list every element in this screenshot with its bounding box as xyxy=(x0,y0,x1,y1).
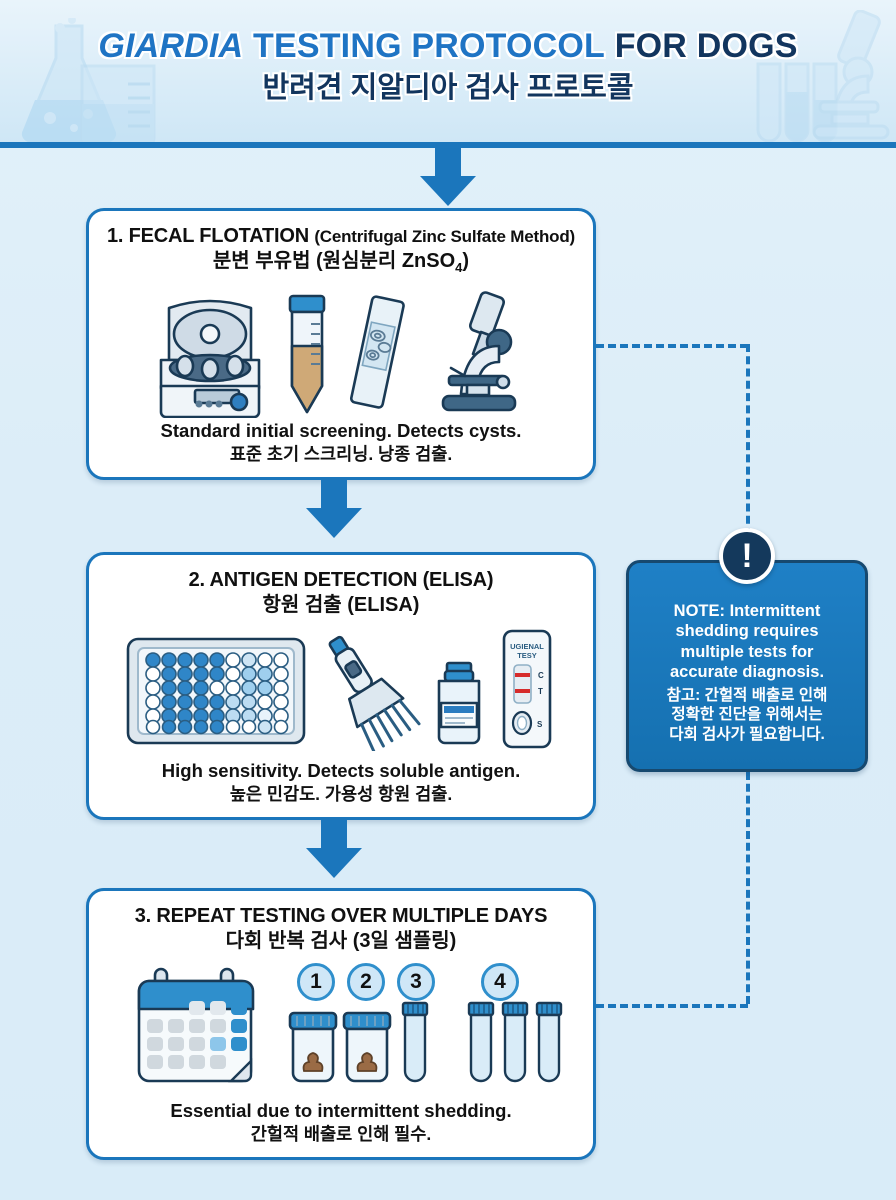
cassette-mark-c: C xyxy=(538,671,544,680)
step-card-1[interactable]: 1. FECAL FLOTATION (Centrifugal Zinc Sul… xyxy=(86,208,596,480)
step-1-title: 1. FECAL FLOTATION (Centrifugal Zinc Sul… xyxy=(89,225,593,276)
calendar-icon xyxy=(137,967,255,1082)
microplate-icon xyxy=(126,637,306,744)
test-tube-icon xyxy=(501,1001,529,1082)
arrow-shaft xyxy=(321,480,347,508)
note-text-ko-line-2: 정확한 진단을 위해서는 xyxy=(671,706,823,724)
arrow-step2-to-step3 xyxy=(306,820,362,878)
note-text-ko: 참고: 간헐적 배출로 인해 정확한 진단을 위해서는 다회 검사가 필요합니다… xyxy=(639,686,855,745)
step-2-description: High sensitivity. Detects soluble antige… xyxy=(89,760,593,805)
header-titles: GIARDIA TESTING PROTOCOL FOR DOGS 반려견 지알… xyxy=(0,26,896,106)
note-text-en-line-2: shedding requires xyxy=(675,622,819,641)
step-1-title-en-line: 1. FECAL FLOTATION (Centrifugal Zinc Sul… xyxy=(89,225,593,248)
step-1-title-ko-sub: 4 xyxy=(455,259,463,275)
day-badge-2[interactable]: 2 xyxy=(347,962,385,1001)
step-1-description: Standard initial screening. Detects cyst… xyxy=(89,420,593,465)
test-tube-sediment-icon xyxy=(288,294,326,413)
cassette-mark-t: T xyxy=(538,687,543,696)
day-badge-4[interactable]: 4 xyxy=(481,962,519,1001)
step-3-description: Essential due to intermittent shedding. … xyxy=(89,1100,593,1145)
test-tubes-icon xyxy=(756,62,838,142)
step-1-desc-en: Standard initial screening. Detects cyst… xyxy=(160,420,522,442)
title-word-testing-protocol: TESTING PROTOCOL xyxy=(252,27,606,65)
step-2-title-ko: 항원 검출 (ELISA) xyxy=(262,593,420,616)
note-text-en-line-3: multiple tests for xyxy=(680,642,814,661)
test-tube-icon xyxy=(467,1001,495,1082)
microscope-icon xyxy=(441,290,517,411)
step-3-title-en: 3. REPEAT TESTING OVER MULTIPLE DAYS xyxy=(134,905,548,927)
day-badge-3[interactable]: 3 xyxy=(397,962,435,1001)
lateral-flow-cassette-icon: UGIENAL TESY C T S xyxy=(502,629,552,748)
arrow-shaft xyxy=(435,148,461,176)
step-card-2[interactable]: 2. ANTIGEN DETECTION (ELISA) 항원 검출 (ELIS… xyxy=(86,552,596,820)
multichannel-pipette-icon xyxy=(328,635,421,751)
step-1-title-en-sub: (Centrifugal Zinc Sulfate Method) xyxy=(314,227,575,246)
step-3-title-ko: 다회 반복 검사 (3일 샘플링) xyxy=(225,929,457,952)
arrow-header-to-step1 xyxy=(420,148,476,206)
step-1-icons xyxy=(89,288,593,418)
step-2-desc-ko: 높은 민감도. 가용성 항원 검출. xyxy=(229,783,453,804)
dashed-connector-step1-vertical xyxy=(746,344,750,536)
step-1-title-ko-line: 분변 부유법 (원심분리 ZnSO4) xyxy=(89,250,593,276)
note-text-en-line-1: NOTE: Intermittent xyxy=(673,602,821,620)
day-badge-1[interactable]: 1 xyxy=(297,962,335,1001)
note-text-en-line-4: accurate diagnosis. xyxy=(669,663,825,682)
title-word-giardia: GIARDIA xyxy=(98,27,244,65)
day-badge-group-4: 4 xyxy=(481,962,519,1001)
exclamation-icon: ! xyxy=(719,528,775,584)
step-2-desc-en: High sensitivity. Detects soluble antige… xyxy=(161,760,521,782)
note-text-ko-line-3: 다회 검사가 필요합니다. xyxy=(669,725,825,743)
step-1-title-ko-tail: ) xyxy=(462,249,470,272)
dashed-connector-step1-horizontal xyxy=(596,344,748,348)
sample-cup-icon xyxy=(288,1011,338,1082)
cassette-mark-s: S xyxy=(537,720,543,729)
arrow-shaft xyxy=(321,820,347,848)
test-tube-icon xyxy=(401,1001,429,1082)
step-card-3[interactable]: 3. REPEAT TESTING OVER MULTIPLE DAYS 다회 … xyxy=(86,888,596,1160)
step-3-desc-ko: 간헐적 배출로 인해 필수. xyxy=(250,1123,432,1144)
arrow-step1-to-step2 xyxy=(306,480,362,538)
page-header: GIARDIA TESTING PROTOCOL FOR DOGS 반려견 지알… xyxy=(0,0,896,148)
step-2-title: 2. ANTIGEN DETECTION (ELISA) 항원 검출 (ELIS… xyxy=(89,569,593,617)
microscope-slide-icon xyxy=(349,294,405,409)
step-1-title-en: 1. FECAL FLOTATION xyxy=(107,225,309,247)
beaker-icon xyxy=(80,64,156,142)
arrow-head xyxy=(306,508,362,538)
step-3-title: 3. REPEAT TESTING OVER MULTIPLE DAYS 다회 … xyxy=(89,905,593,953)
arrow-head xyxy=(420,176,476,206)
note-text-en: NOTE: Intermittent shedding requires mul… xyxy=(639,601,855,683)
reagent-vial-icon xyxy=(437,661,481,744)
page-title-en: GIARDIA TESTING PROTOCOL FOR DOGS xyxy=(0,26,896,66)
cassette-brand-line2: TESY xyxy=(517,651,537,660)
dashed-connector-step3-horizontal xyxy=(596,1004,748,1008)
note-box[interactable]: NOTE: Intermittent shedding requires mul… xyxy=(626,560,868,772)
microscope-icon xyxy=(812,10,890,140)
note-text-ko-line-1: 참고: 간헐적 배출로 인해 xyxy=(666,686,828,704)
page-title-ko: 반려견 지알디아 검사 프로토콜 xyxy=(262,72,634,104)
sample-cup-icon xyxy=(342,1011,392,1082)
day-badge-group-123: 1 2 3 xyxy=(297,962,435,1001)
step-1-title-ko: 분변 부유법 (원심분리 ZnSO xyxy=(212,249,456,272)
cassette-brand-line1: UGIENAL xyxy=(510,642,544,651)
centrifuge-icon xyxy=(159,299,261,418)
dashed-connector-step3-vertical xyxy=(746,772,750,1004)
test-tube-icon xyxy=(535,1001,563,1082)
step-3-desc-en: Essential due to intermittent shedding. xyxy=(170,1100,512,1122)
arrow-head xyxy=(306,848,362,878)
step-2-icons: UGIENAL TESY C T S xyxy=(89,627,593,751)
step-1-desc-ko: 표준 초기 스크리닝. 낭종 검출. xyxy=(229,443,453,464)
title-word-for-dogs: FOR DOGS xyxy=(614,27,798,65)
step-2-title-en: 2. ANTIGEN DETECTION (ELISA) xyxy=(188,569,494,591)
step-3-icons: 1 2 3 4 xyxy=(89,959,593,1089)
